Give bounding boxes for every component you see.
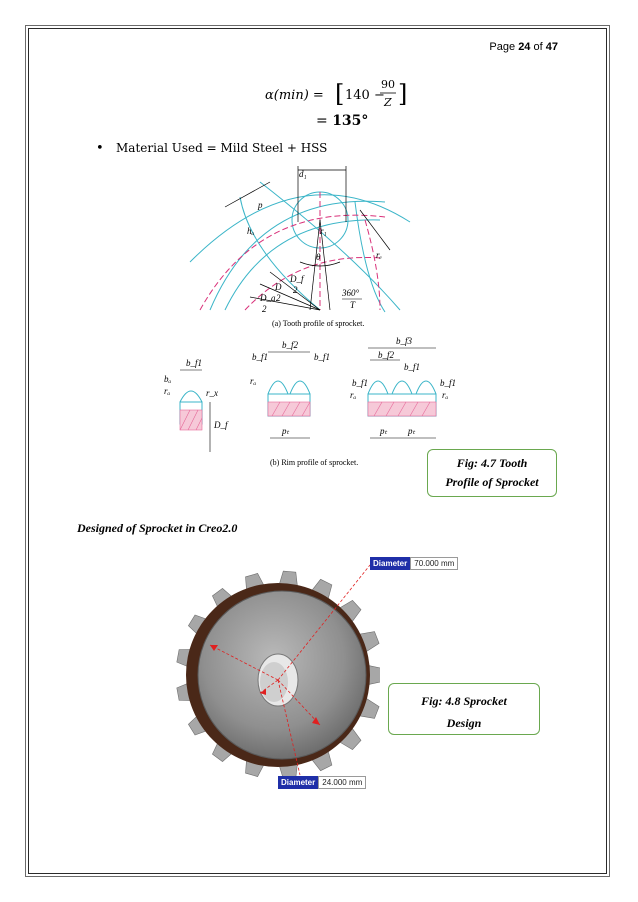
bore-diameter-dimension: Diameter 24.000 mm <box>278 776 367 789</box>
svg-text:r₁: r₁ <box>320 226 327 236</box>
svg-text:p: p <box>257 200 263 210</box>
svg-text:2: 2 <box>262 304 267 314</box>
figure-4-7-label: Fig: 4.7 Tooth Profile of Sprocket <box>427 449 557 497</box>
svg-text:b_f3: b_f3 <box>396 336 413 346</box>
svg-text:pₜ: pₜ <box>281 426 290 436</box>
svg-text:b_f1: b_f1 <box>404 362 420 372</box>
svg-text:2: 2 <box>293 285 298 295</box>
svg-text:b_f2: b_f2 <box>378 350 395 360</box>
section-heading: Designed of Sprocket in Creo2.0 <box>77 521 238 535</box>
formula-denominator: Z <box>383 96 392 109</box>
svg-text:D_f: D_f <box>213 420 229 430</box>
page-number: Page 24 of 47 <box>489 41 558 53</box>
svg-text:b_f1: b_f1 <box>314 352 330 362</box>
page-border-inner <box>28 28 607 874</box>
formula-result: = 135° <box>316 113 369 129</box>
formula-numerator: 90 <box>381 78 395 91</box>
svg-text:rₐ: rₐ <box>442 390 449 400</box>
svg-text:rₐ: rₐ <box>350 390 357 400</box>
formula-close-bracket: ] <box>398 80 407 108</box>
figure-4-8-label: Fig: 4.8 Sprocket Design <box>388 683 540 735</box>
svg-text:b_f1: b_f1 <box>252 352 268 362</box>
svg-text:θ: θ <box>316 252 321 262</box>
page-border-outer <box>25 25 610 877</box>
rim-profile-caption: (b) Rim profile of sprocket. <box>270 458 359 467</box>
svg-text:rₐ: rₐ <box>164 386 171 396</box>
svg-text:d₁: d₁ <box>299 169 307 179</box>
tooth-profile-caption: (a) Tooth profile of sprocket. <box>272 319 365 328</box>
svg-text:pₜ: pₜ <box>407 426 416 436</box>
svg-text:b_f1: b_f1 <box>440 378 456 388</box>
svg-text:360°: 360° <box>341 288 360 298</box>
formula-term: 140 − <box>345 88 385 103</box>
tooth-profile-figure: d₁ p hₐ r₁ θ rₑ D_f 2 D 2 D_a 2 360° T <box>150 162 480 466</box>
formula-open-bracket: [ <box>335 80 344 108</box>
material-text: Material Used = Mild Steel + HSS <box>116 141 328 155</box>
svg-text:r_x: r_x <box>206 388 218 398</box>
svg-text:pₜ: pₜ <box>379 426 388 436</box>
svg-text:2: 2 <box>276 293 281 303</box>
svg-text:T: T <box>350 300 356 310</box>
alpha-min-formula: α(min) = [ 140 − 90 Z ] <box>265 76 415 112</box>
svg-text:rₐ: rₐ <box>250 376 257 386</box>
svg-text:rₑ: rₑ <box>376 250 383 260</box>
svg-text:bₐ: bₐ <box>164 374 172 384</box>
svg-text:hₐ: hₐ <box>247 226 255 236</box>
svg-text:D_a: D_a <box>259 293 276 303</box>
bullet-symbol: • <box>96 141 104 156</box>
svg-text:b_f2: b_f2 <box>282 340 299 350</box>
svg-text:D_f: D_f <box>289 274 305 284</box>
svg-text:b_f1: b_f1 <box>352 378 368 388</box>
svg-text:b_f1: b_f1 <box>186 358 202 368</box>
formula-lhs: α(min) = <box>265 88 324 103</box>
sprocket-render <box>170 555 385 789</box>
outer-diameter-dimension: Diameter 70.000 mm <box>370 557 459 570</box>
svg-text:D: D <box>274 282 282 292</box>
